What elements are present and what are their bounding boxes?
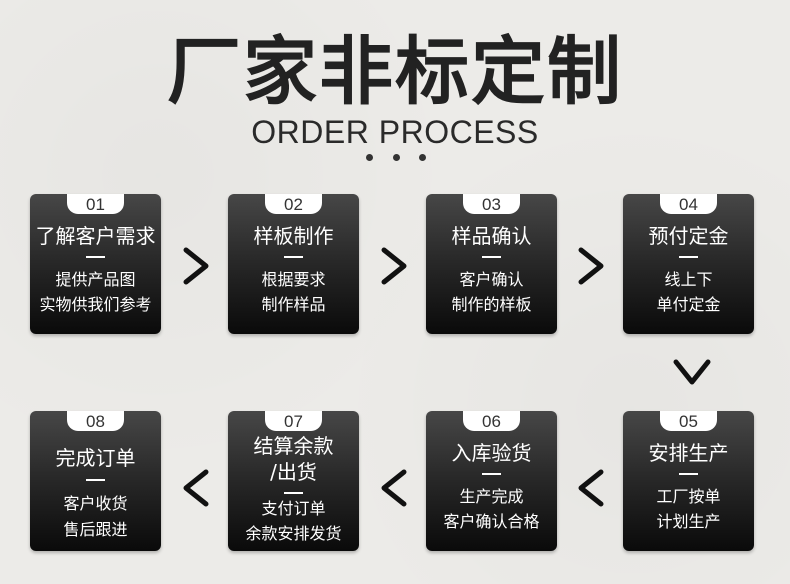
step-title: 完成订单 [55, 446, 136, 470]
step-card-08: 08 完成订单 客户收货 售后跟进 [30, 411, 161, 551]
step-desc-line2: 计划生产 [656, 512, 721, 531]
chevron-left-icon [575, 468, 607, 508]
step-desc-line2: 实物供我们参考 [39, 295, 152, 314]
chevron-right-icon [180, 246, 212, 286]
divider [86, 479, 105, 481]
step-desc-line2: 售后跟进 [63, 520, 128, 539]
dot-icon [419, 154, 426, 161]
dot-icon [366, 154, 373, 161]
step-number: 07 [265, 411, 322, 431]
step-card-03: 03 样品确认 客户确认 制作的样板 [426, 194, 557, 334]
divider [679, 256, 698, 258]
step-desc-line2: 客户确认合格 [443, 512, 540, 531]
step-title: 了解客户需求 [35, 224, 156, 248]
dot-icon [392, 154, 400, 161]
chevron-left-icon [378, 468, 410, 508]
step-card-02: 02 样板制作 根据要求 制作样品 [228, 194, 359, 334]
step-desc-line1: 工厂按单 [656, 487, 721, 506]
step-title: 样板制作 [253, 224, 334, 248]
step-desc-line2: 余款安排发货 [245, 524, 342, 543]
page-subtitle: ORDER PROCESS [251, 114, 539, 150]
step-title: 样品确认 [451, 224, 532, 248]
step-desc-line2: 制作的样板 [451, 295, 532, 314]
step-title: 安排生产 [648, 441, 729, 465]
step-desc-line1: 客户收货 [63, 494, 128, 513]
step-desc-line1: 线上下 [664, 270, 713, 289]
page-title: 厂家非标定制 [167, 29, 623, 115]
step-title-line2: /出货 [270, 460, 317, 484]
step-number: 04 [660, 194, 717, 214]
step-number: 01 [67, 194, 124, 214]
divider [482, 256, 501, 258]
divider [284, 492, 303, 494]
divider [284, 256, 303, 258]
step-number: 02 [265, 194, 322, 214]
step-number: 06 [463, 411, 520, 431]
step-desc-line1: 根据要求 [261, 270, 326, 289]
chevron-down-icon [672, 356, 712, 388]
divider [679, 473, 698, 475]
step-number: 05 [660, 411, 717, 431]
step-card-05: 05 安排生产 工厂按单 计划生产 [623, 411, 754, 551]
chevron-left-icon [180, 468, 212, 508]
step-card-07: 07 结算余款 /出货 支付订单 余款安排发货 [228, 411, 359, 551]
step-desc-line1: 生产完成 [459, 487, 524, 506]
step-card-04: 04 预付定金 线上下 单付定金 [623, 194, 754, 334]
step-desc-line1: 支付订单 [261, 499, 326, 518]
step-number: 03 [463, 194, 520, 214]
step-desc-line1: 客户确认 [459, 270, 524, 289]
step-desc-line1: 提供产品图 [55, 270, 136, 289]
divider [86, 256, 105, 258]
decorative-dots [366, 154, 426, 164]
step-title-line1: 结算余款 [253, 434, 334, 458]
step-title: 预付定金 [648, 224, 729, 248]
step-desc-line2: 制作样品 [261, 295, 326, 314]
step-title: 入库验货 [451, 441, 532, 465]
step-card-06: 06 入库验货 生产完成 客户确认合格 [426, 411, 557, 551]
step-number: 08 [67, 411, 124, 431]
chevron-right-icon [575, 246, 607, 286]
step-desc-line2: 单付定金 [656, 295, 721, 314]
step-card-01: 01 了解客户需求 提供产品图 实物供我们参考 [30, 194, 161, 334]
divider [482, 473, 501, 475]
chevron-right-icon [378, 246, 410, 286]
